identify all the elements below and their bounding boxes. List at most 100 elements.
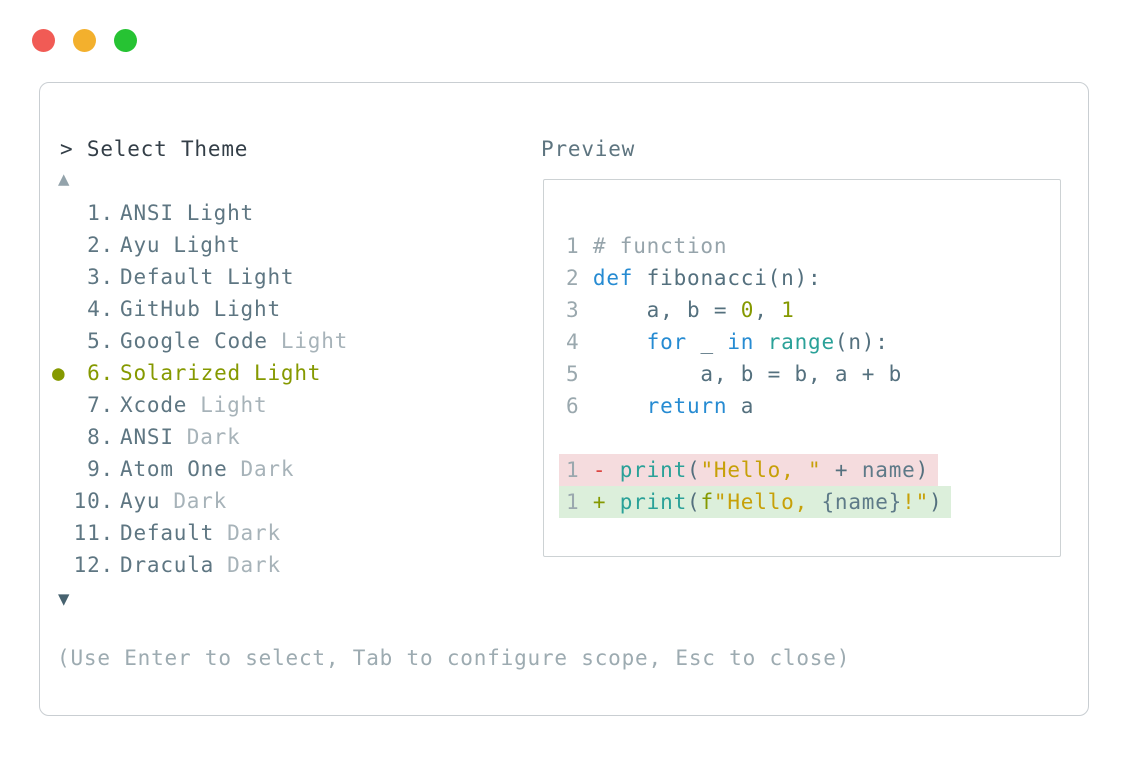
- code-token: fibonacci(n):: [633, 266, 822, 290]
- code-token: {name}: [821, 490, 903, 514]
- diff-line-removed: 1 - print("Hello, " + name): [559, 454, 939, 486]
- item-number: 2.: [87, 233, 114, 257]
- code-token: 1: [566, 234, 593, 258]
- code-token: [754, 330, 767, 354]
- code-token: 3: [566, 298, 593, 322]
- code-token: "Hello,: [713, 490, 822, 514]
- code-token: in: [727, 330, 755, 354]
- item-number: 5.: [87, 329, 114, 353]
- item-name: Default: [120, 521, 215, 545]
- item-name: Ayu: [120, 233, 161, 257]
- minimize-button[interactable]: [73, 29, 96, 52]
- scroll-up-icon[interactable]: ▲: [58, 168, 71, 190]
- palette-prompt: > Select Theme: [60, 137, 249, 161]
- code-token: ): [929, 490, 943, 514]
- code-token: ,: [754, 298, 782, 322]
- code-line: 5 a, b = b, a + b: [566, 362, 902, 386]
- item-variant: Dark: [173, 489, 228, 513]
- code-token: 1: [566, 458, 593, 482]
- close-button[interactable]: [32, 29, 55, 52]
- code-line-wrap: 1 # function: [566, 230, 1060, 262]
- code-line: 1 # function: [566, 234, 727, 258]
- item-number: 11.: [73, 521, 114, 545]
- code-token: [593, 394, 647, 418]
- code-token: 6: [566, 394, 593, 418]
- code-token: for: [646, 330, 688, 354]
- code-token: 1: [566, 490, 593, 514]
- code-token: range: [767, 330, 835, 354]
- item-variant: Light: [280, 329, 349, 353]
- code-line-wrap: 1 + print(f"Hello, {name}!"): [559, 486, 1060, 518]
- code-token: +: [592, 490, 607, 514]
- code-line-wrap: 5 a, b = b, a + b: [566, 358, 1060, 390]
- theme-list-item[interactable]: 11.Default Dark: [40, 517, 520, 549]
- item-variant: Dark: [227, 521, 281, 545]
- code-token: print: [619, 490, 688, 514]
- code-token: _: [687, 330, 728, 354]
- code-token: 1: [781, 298, 795, 322]
- item-number: 9.: [87, 457, 114, 481]
- code-token: a: [727, 394, 755, 418]
- code-line-wrap: 2 def fibonacci(n):: [566, 262, 1060, 294]
- scroll-down-icon[interactable]: ▼: [58, 588, 71, 610]
- selected-bullet-icon: ●: [52, 361, 66, 385]
- item-variant: Light: [186, 201, 254, 225]
- code-token: [606, 490, 619, 514]
- code-line: 6 return a: [566, 394, 754, 418]
- code-token: "Hello, ": [700, 458, 822, 482]
- item-number: 3.: [87, 265, 114, 289]
- code-line: 2 def fibonacci(n):: [566, 266, 821, 290]
- diff-line-added: 1 + print(f"Hello, {name}!"): [559, 486, 952, 518]
- code-token: a, b = b, a + b: [592, 362, 903, 386]
- code-token: (n):: [834, 330, 889, 354]
- theme-list-item[interactable]: 7.Xcode Light: [40, 389, 520, 421]
- item-number: 7.: [87, 393, 114, 417]
- item-number: 8.: [87, 425, 114, 449]
- code-line: 3 a, b = 0, 1: [566, 298, 795, 322]
- preview-pane: 1 # function 2 def fibonacci(n): 3 a, b = …: [543, 179, 1061, 557]
- code-token: 4: [566, 330, 593, 354]
- item-number: 1.: [87, 201, 114, 225]
- code-token: -: [592, 458, 607, 482]
- code-block: 1 # function 2 def fibonacci(n): 3 a, b = …: [544, 180, 1060, 518]
- item-variant: Light: [213, 297, 281, 321]
- item-name: Solarized: [120, 361, 241, 385]
- item-name: Dracula: [120, 553, 215, 577]
- maximize-button[interactable]: [114, 29, 137, 52]
- code-token: a, b =: [592, 298, 741, 322]
- item-name: Ayu: [120, 489, 161, 513]
- item-variant: Dark: [186, 425, 241, 449]
- code-line-wrap: 4 for _ in range(n):: [566, 326, 1060, 358]
- item-name: Xcode: [120, 393, 188, 417]
- code-token: +: [821, 458, 862, 482]
- item-number: 4.: [87, 297, 114, 321]
- code-token: 5: [566, 362, 593, 386]
- item-name: Google Code: [120, 329, 268, 353]
- item-variant: Light: [254, 361, 322, 385]
- code-line-wrap: 6 return a: [566, 390, 1060, 422]
- code-token: !": [902, 490, 930, 514]
- code-token: ): [915, 458, 930, 482]
- item-variant: Light: [200, 393, 268, 417]
- code-token: def: [592, 266, 634, 290]
- theme-list-item[interactable]: ● 6.Solarized Light: [40, 357, 520, 389]
- code-line: 4 for _ in range(n):: [566, 330, 889, 354]
- code-token: name: [861, 458, 916, 482]
- help-text: (Use Enter to select, Tab to configure s…: [57, 646, 851, 670]
- code-token: 2: [566, 266, 593, 290]
- item-name: Atom One: [120, 457, 228, 481]
- code-line-wrap: [566, 422, 1060, 454]
- code-line-wrap: 1 - print("Hello, " + name): [559, 454, 1060, 486]
- item-number: 6.: [87, 361, 114, 385]
- theme-list-item[interactable]: 5.Google Code Light: [40, 325, 520, 357]
